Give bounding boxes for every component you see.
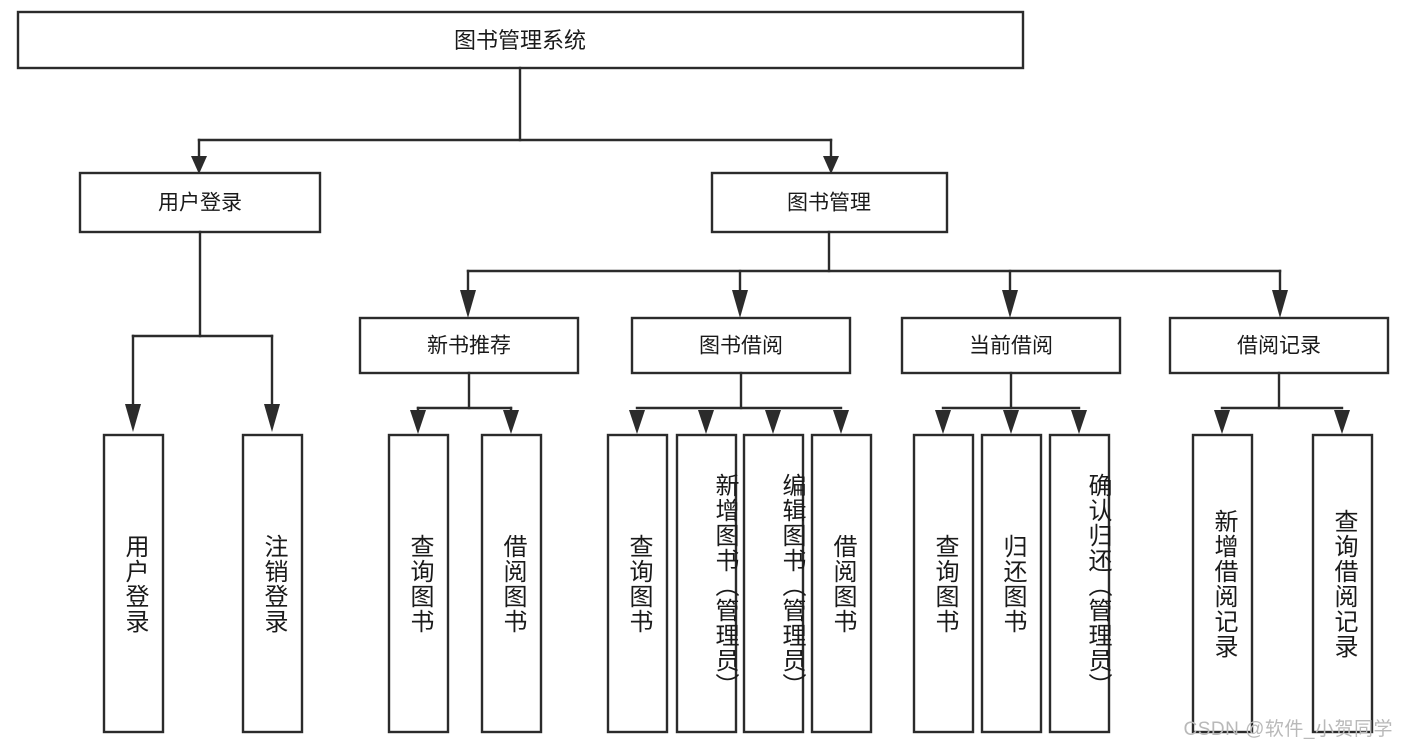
node-user-login[interactable]: 用户登录 <box>78 171 322 234</box>
leaf-box-nbr-2[interactable] <box>480 433 543 734</box>
node-borrow-record-label: 借阅记录 <box>1237 335 1321 358</box>
node-book-borrow[interactable]: 图书借阅 <box>630 316 852 375</box>
node-root[interactable]: 图书管理系统 <box>16 10 1025 70</box>
arrowhead-user-login <box>191 156 207 174</box>
node-new-book-recommend[interactable]: 新书推荐 <box>358 316 580 375</box>
node-new-book-recommend-box[interactable] <box>358 316 580 375</box>
leaf-box-bb-2[interactable] <box>675 433 738 734</box>
leaf-box-cb-1[interactable] <box>912 433 975 734</box>
watermark-text: CSDN @软件_小贺同学 <box>1183 719 1393 740</box>
leaf-box-bb-1[interactable] <box>606 433 669 734</box>
arrowhead-nbr-leaf-1 <box>410 410 426 434</box>
node-borrow-record[interactable]: 借阅记录 <box>1168 316 1390 375</box>
leaf-box-br-2[interactable] <box>1311 433 1374 734</box>
arrowhead-bb-leaf-3 <box>765 410 781 434</box>
node-book-borrow-label: 图书借阅 <box>699 335 783 358</box>
leaf-box-nbr-1[interactable] <box>387 433 450 734</box>
node-root-box[interactable] <box>16 10 1025 70</box>
leaf-box-bb-4[interactable] <box>810 433 873 734</box>
leaf-box-br-1[interactable] <box>1191 433 1254 734</box>
arrowhead-cb-leaf-3 <box>1071 410 1087 434</box>
node-user-login-label: 用户登录 <box>158 192 242 215</box>
leaf-box-user-login-2[interactable] <box>241 433 304 734</box>
arrowhead-leaf-user-login-2 <box>264 404 280 432</box>
node-book-manage[interactable]: 图书管理 <box>710 171 949 234</box>
leaf-box-cb-3[interactable] <box>1048 433 1111 734</box>
node-current-borrow[interactable]: 当前借阅 <box>900 316 1122 375</box>
node-current-borrow-box[interactable] <box>900 316 1122 375</box>
arrowhead-cb-leaf-2 <box>1003 410 1019 434</box>
node-root-label: 图书管理系统 <box>454 28 586 53</box>
node-new-book-recommend-label: 新书推荐 <box>427 335 511 358</box>
arrowhead-borrow-record <box>1272 290 1288 318</box>
node-borrow-record-box[interactable] <box>1168 316 1390 375</box>
node-book-manage-box[interactable] <box>710 171 949 234</box>
arrowhead-current-borrow <box>1002 290 1018 318</box>
arrowhead-book-borrow <box>732 290 748 318</box>
arrowhead-leaf-user-login-1 <box>125 404 141 432</box>
arrowhead-book-manage <box>823 156 839 174</box>
leaf-box-bb-3[interactable] <box>742 433 805 734</box>
node-book-manage-label: 图书管理 <box>787 192 871 215</box>
arrowhead-bb-leaf-2 <box>698 410 714 434</box>
arrowhead-bb-leaf-1 <box>629 410 645 434</box>
arrowhead-br-leaf-1 <box>1214 410 1230 434</box>
leaf-box-user-login-1[interactable] <box>102 433 165 734</box>
node-book-borrow-box[interactable] <box>630 316 852 375</box>
arrowhead-cb-leaf-1 <box>935 410 951 434</box>
arrowhead-br-leaf-2 <box>1334 410 1350 434</box>
arrowhead-nbr-leaf-2 <box>503 410 519 434</box>
node-current-borrow-label: 当前借阅 <box>969 335 1053 358</box>
arrowhead-bb-leaf-4 <box>833 410 849 434</box>
leaf-box-cb-2[interactable] <box>980 433 1043 734</box>
arrowhead-new-book-recommend <box>460 290 476 318</box>
